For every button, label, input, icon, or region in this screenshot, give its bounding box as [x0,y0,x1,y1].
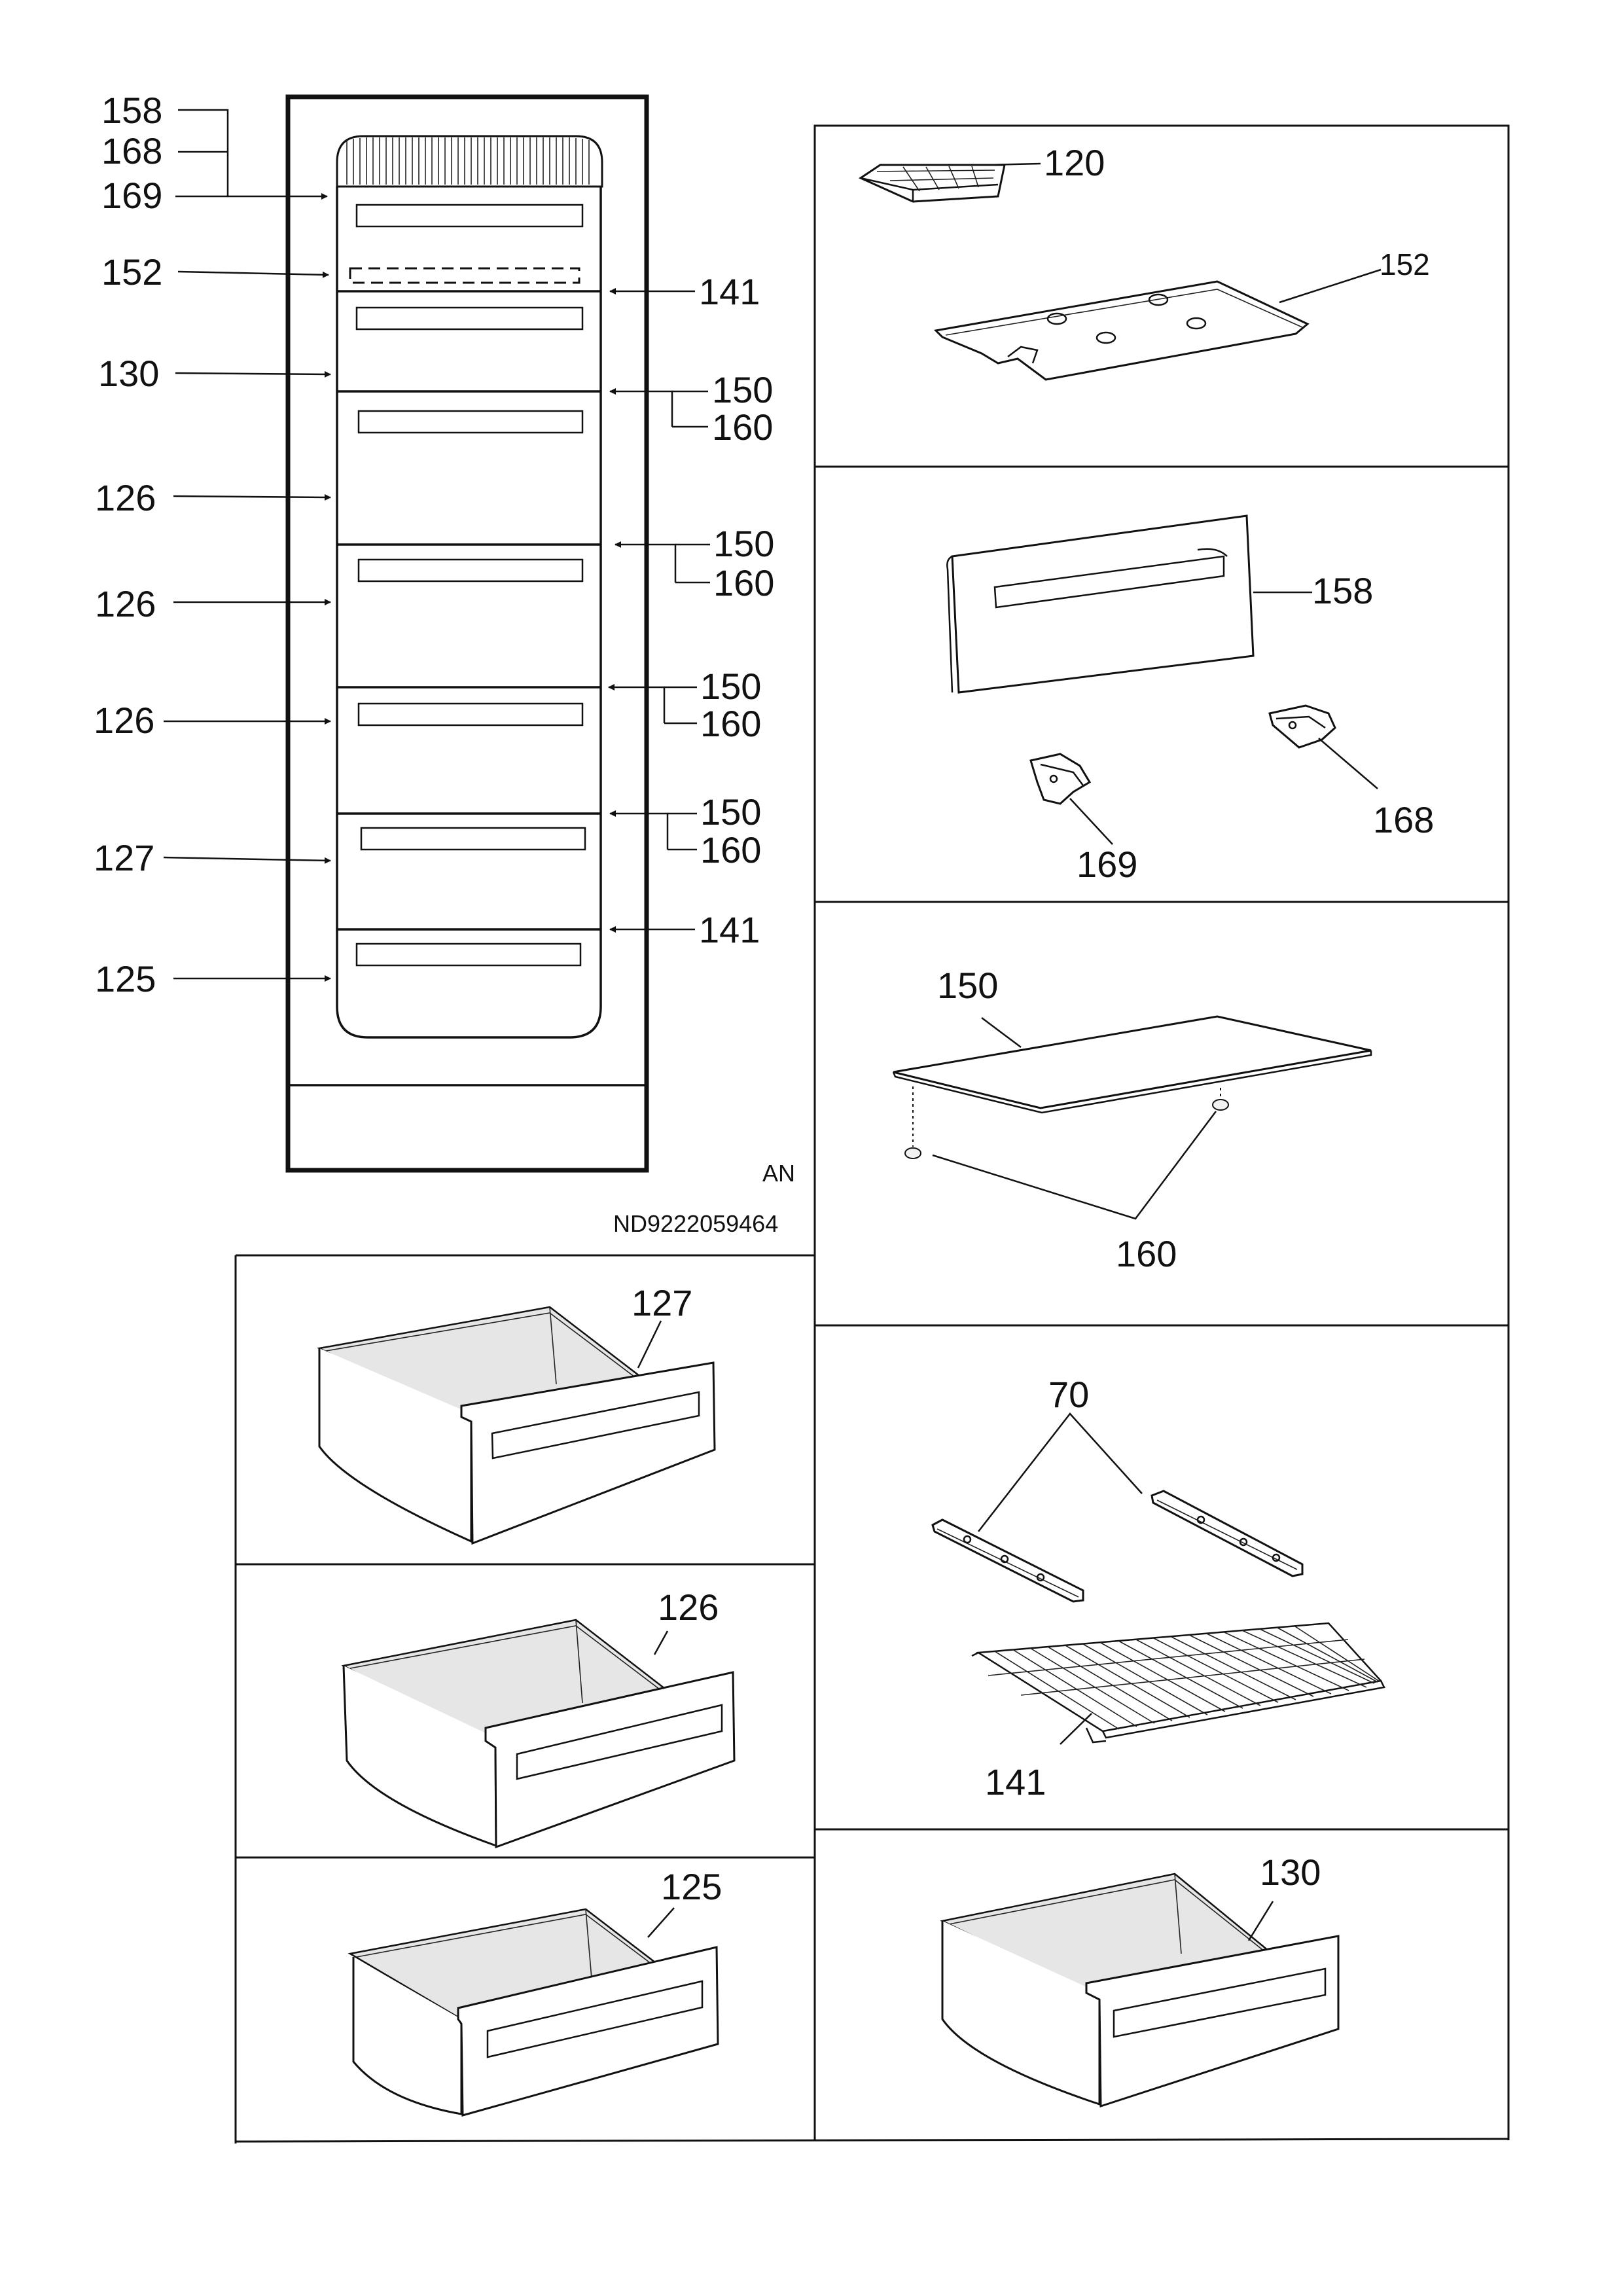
drawing-number: ND9222059464 [613,1210,778,1237]
label-160-b: 160 [713,562,774,603]
drawer-130 [940,1873,1340,2108]
variant-code: AN [762,1160,795,1187]
label-150-c: 150 [700,666,761,707]
label-flap: 158 [1312,570,1373,611]
panel-glass-shelf: 150 160 [892,965,1372,1274]
label-141-top: 141 [699,271,760,312]
label-169: 169 [101,175,162,216]
label-150-d: 150 [700,791,761,833]
right-label-group: 141 150 160 150 160 150 160 150 160 141 [699,271,774,950]
rail-right [1150,1490,1304,1577]
drawer-125 [348,1908,719,2117]
rail-left [931,1518,1084,1603]
freezer-cabinet [285,94,649,1173]
label-127: 127 [94,837,154,878]
label-ice-tray: 120 [1044,142,1105,183]
label-drawer-126: 126 [658,1587,719,1628]
label-drawer-125: 125 [661,1866,722,1907]
left-leaders [163,109,331,982]
label-168: 168 [101,130,162,171]
panel-frames [234,124,1510,2144]
label-160-c: 160 [700,703,761,744]
label-drawer-127: 127 [632,1282,692,1323]
tray-plate [933,280,1310,381]
label-hinge-right: 168 [1373,799,1434,840]
label-160-d: 160 [700,829,761,870]
drawer-126 [341,1619,736,1849]
label-126-a: 126 [95,477,156,518]
shelf-supports [904,1086,1229,1159]
panel-ice-tray: 120 152 [858,142,1430,381]
flap [946,514,1255,694]
left-label-group: 158 168 169 152 130 126 126 126 127 125 [94,90,162,999]
label-152: 152 [101,251,162,293]
glass-shelf [892,1015,1372,1114]
label-130: 130 [98,353,159,394]
label-150-a: 150 [712,369,773,410]
label-126-b: 126 [95,583,156,624]
vent-grille [336,135,603,188]
label-160-a: 160 [712,406,773,448]
label-141-bottom: 141 [699,909,760,950]
wire-shelf [971,1622,1385,1744]
label-126-c: 126 [94,700,154,741]
hinge-right [1268,704,1336,749]
label-tray-plate: 152 [1380,247,1430,281]
label-wire-shelf: 141 [985,1761,1046,1803]
panel-rails: 70 141 [931,1374,1385,1803]
ice-tray [858,164,1006,203]
label-125: 125 [95,958,156,999]
label-rails: 70 [1048,1374,1089,1415]
right-leaders [608,288,710,933]
drawer-127 [317,1306,716,1545]
label-shelf-supports: 160 [1116,1233,1177,1274]
hinge-left [1029,753,1092,805]
label-drawer-130: 130 [1260,1852,1321,1893]
label-158: 158 [101,90,162,131]
label-150-b: 150 [713,523,774,564]
label-glass-shelf: 150 [937,965,998,1006]
panel-flap: 158 169 168 [946,514,1434,885]
label-hinge-left: 169 [1077,844,1137,885]
